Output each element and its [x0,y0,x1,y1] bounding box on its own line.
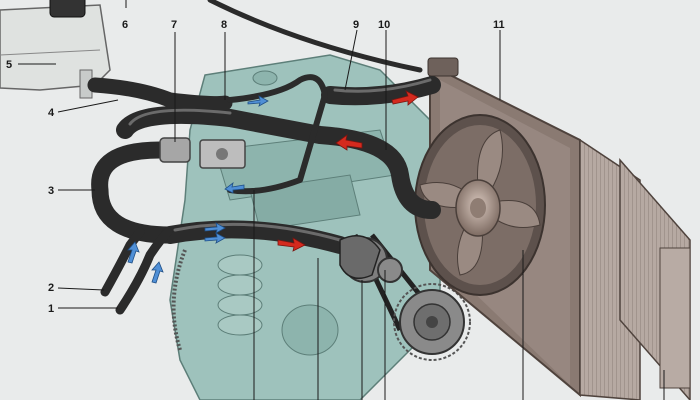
heater-return-hose [91,141,179,244]
callout-11: 11 [493,19,505,31]
coolant-hoses [87,74,441,315]
exhaust-manifold [217,254,263,336]
callout-6: 6 [122,19,128,31]
callout-3: 3 [48,185,54,197]
callout-8: 8 [221,19,227,31]
water-pump [339,235,381,280]
upper-radiator-hose [321,76,441,106]
heater-hose-1 [115,227,173,315]
callout-labels: 1 2 3 4 5 6 7 8 9 10 11 [6,19,505,315]
callout-9: 9 [353,19,359,31]
throttle-heater-hose [227,74,328,195]
callout-4: 4 [48,107,55,119]
expansion-tank [0,0,111,99]
blue-arrow-icon [127,95,269,284]
callout-10: 10 [378,19,390,31]
gear-pulley [377,257,403,283]
thermostat-housing [159,137,246,169]
lower-pump-hose [161,220,349,254]
bypass-hose [116,105,441,219]
callout-7: 7 [171,19,177,31]
callout-1: 1 [48,303,54,315]
vapor-hose [207,0,423,73]
radiator [414,57,691,400]
callout-5: 5 [6,59,12,71]
red-arrow-icon [277,90,419,252]
callout-2: 2 [48,282,54,294]
tank-hose [87,77,233,112]
leader-lines [18,0,665,400]
heater-hose-2 [100,227,145,297]
